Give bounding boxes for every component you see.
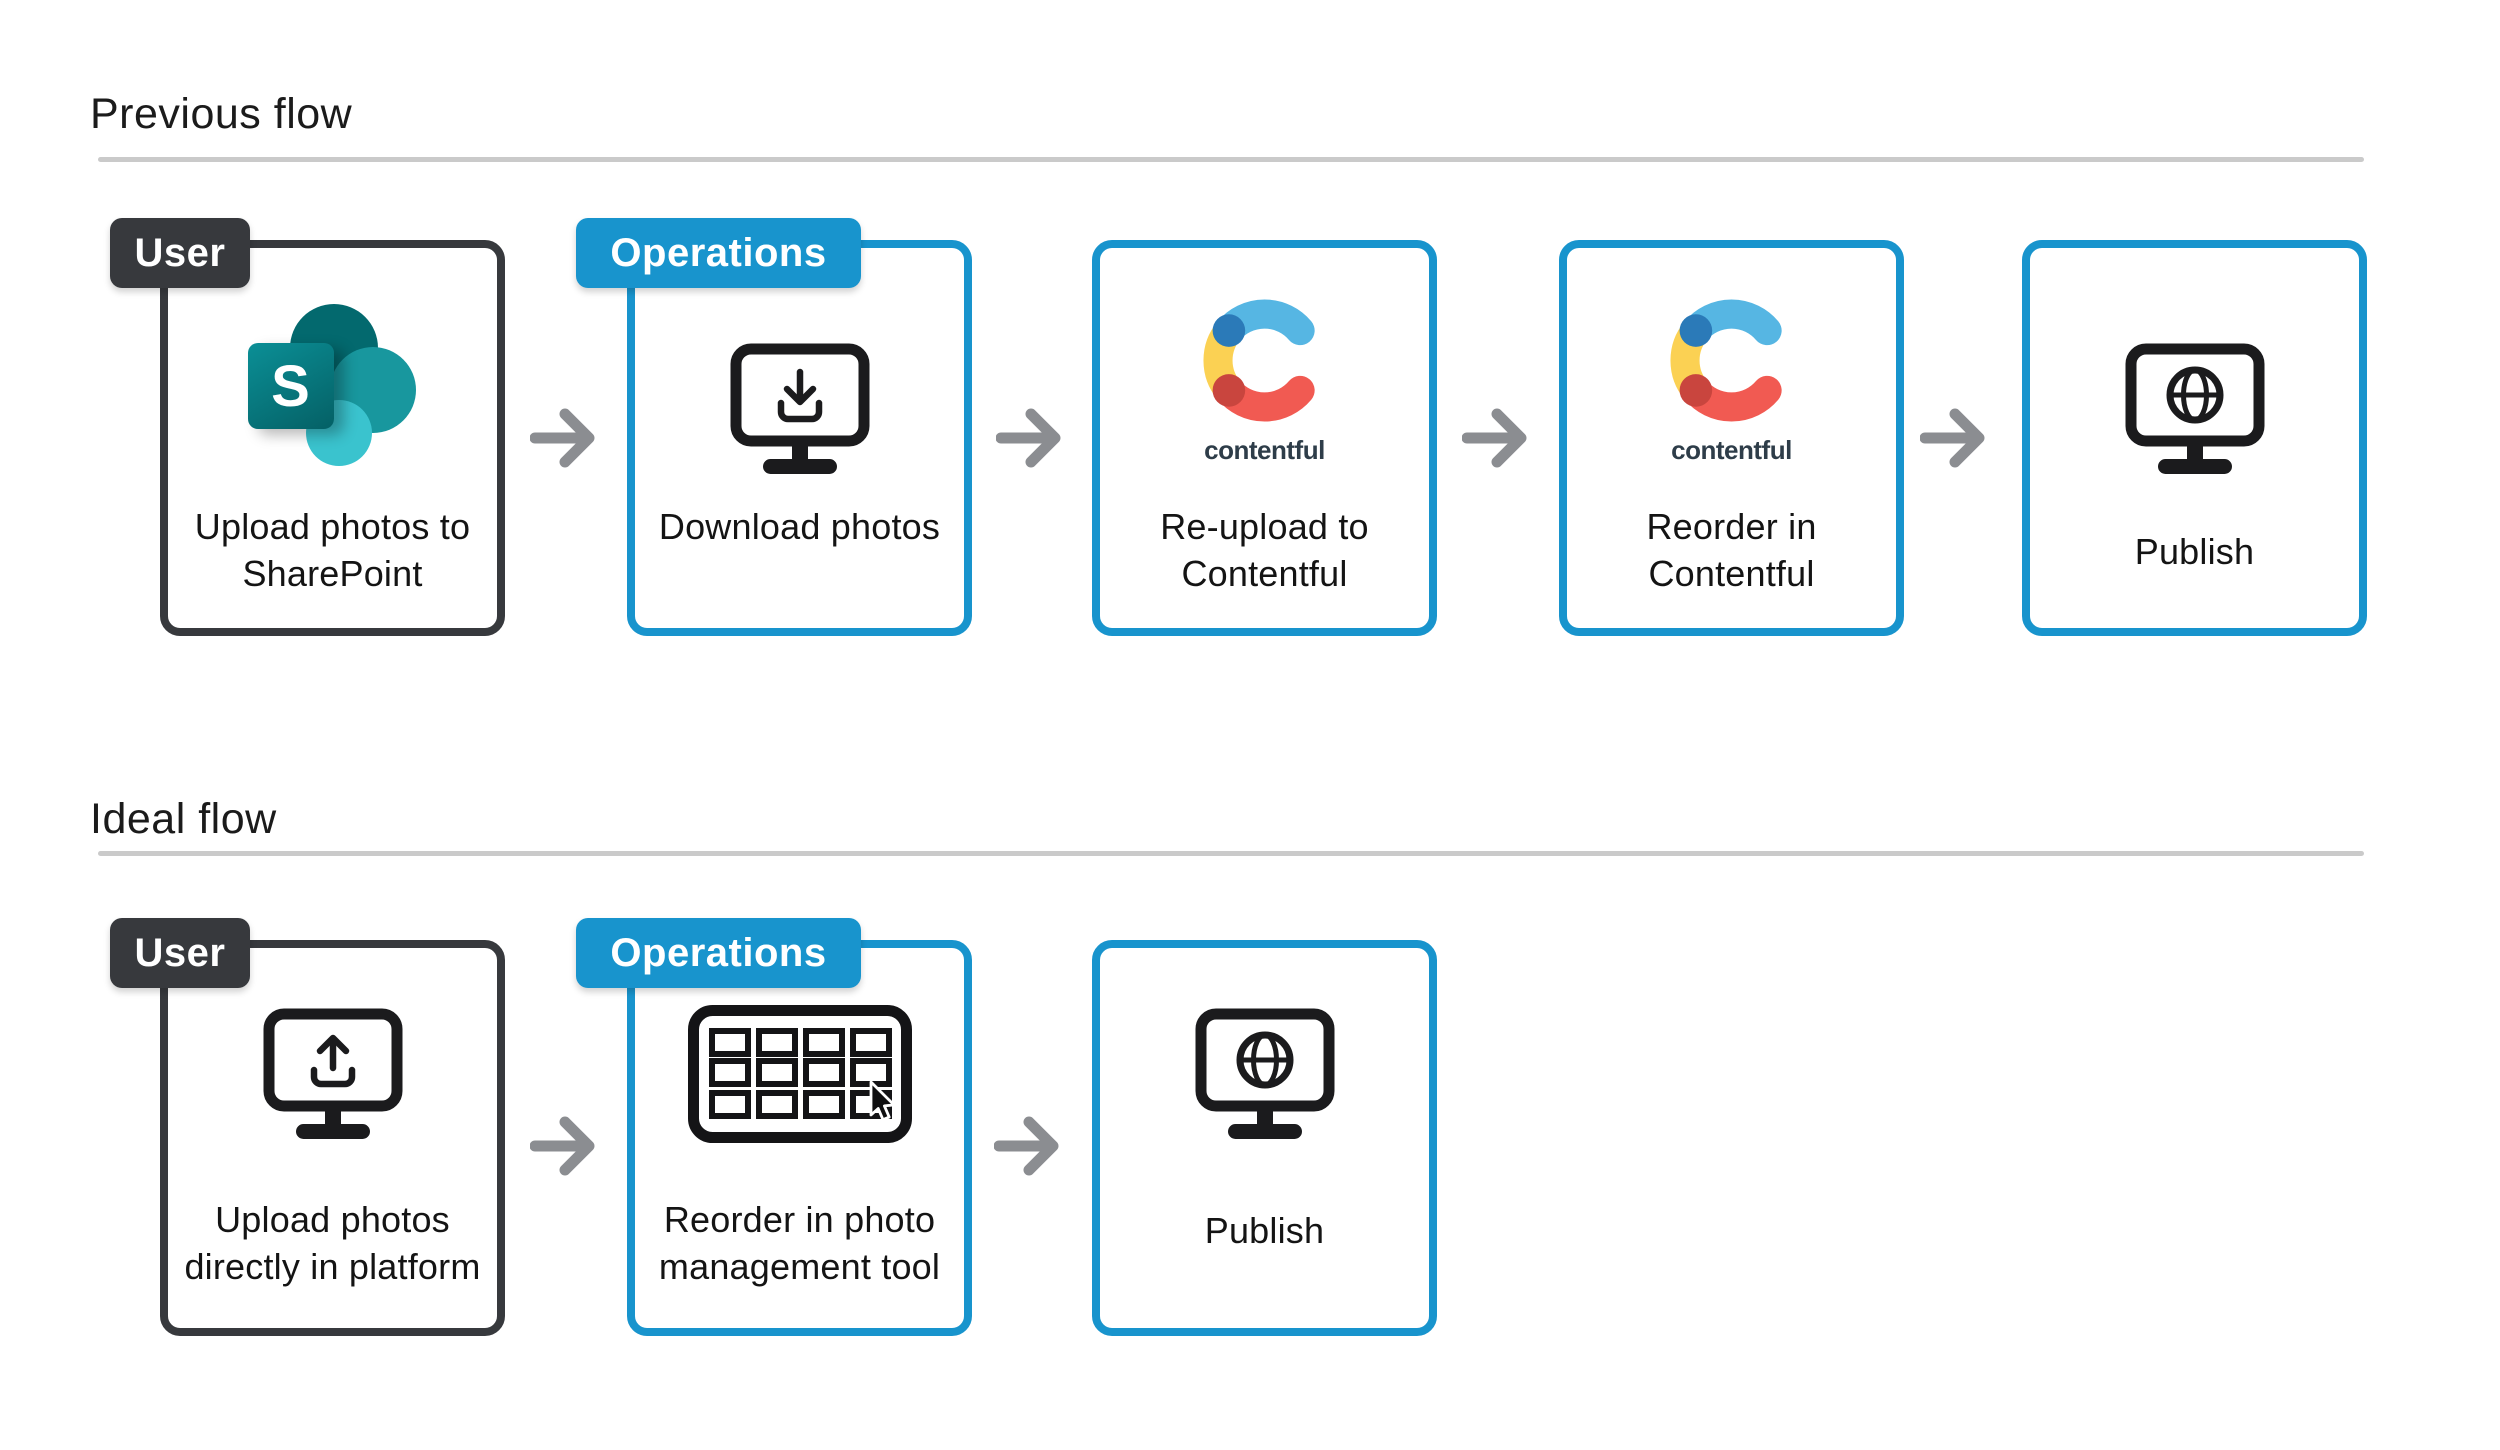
step-caption: Upload photos to SharePoint [194,506,471,594]
sharepoint-s-tile: S [247,343,334,429]
user-badge: User [110,918,250,988]
user-badge: User [110,218,250,288]
monitor-download-icon [730,343,870,475]
step-caption: Reorder in photo management tool [658,1199,941,1287]
step-publish: Publish [2022,240,2367,636]
step-publish-ideal: Publish [1092,940,1437,1336]
sharepoint-icon: S [247,302,418,474]
monitor-globe-icon [1195,1008,1335,1140]
step-caption: Reorder in Contentful [1646,506,1817,594]
flow-arrow-icon [1920,404,1992,472]
step-upload-sharepoint: User S Upload photos to SharePoint [110,218,505,636]
step-upload-directly: User Upload photos directly in platform [110,918,505,1336]
photo-grid-cursor-icon [688,1005,912,1143]
contentful-c-mark [1664,293,1799,428]
section-title-ideal-flow: Ideal flow [90,795,277,843]
step-caption: Download photos [658,506,941,547]
monitor-globe-icon [2125,343,2265,475]
section-title-previous-flow: Previous flow [90,90,353,138]
contentful-wordmark: contentful [1671,435,1792,465]
step-caption: Re-upload to Contentful [1160,506,1369,594]
contentful-icon: contentful [1100,293,1429,466]
step-reorder-photo-tool: Operations Reorder in photo management t… [576,918,972,1336]
flow-arrow-icon [994,1112,1066,1180]
flow-arrow-icon [996,404,1068,472]
contentful-c-mark [1197,293,1332,428]
step-caption: Publish [2134,531,2255,572]
step-caption: Upload photos directly in platform [184,1199,481,1287]
section-divider [98,851,2364,856]
flow-arrow-icon [530,404,602,472]
operations-badge: Operations [576,218,861,288]
flow-arrow-icon [1462,404,1534,472]
step-reorder-contentful: contentful Reorder in Contentful [1559,240,1904,636]
monitor-upload-icon [263,1008,403,1140]
section-divider [98,157,2364,162]
contentful-icon: contentful [1567,293,1896,466]
step-download-photos: Operations Download photos [576,218,972,636]
step-caption: Publish [1204,1210,1325,1251]
flow-arrow-icon [530,1112,602,1180]
step-reupload-contentful: contentful Re-upload to Contentful [1092,240,1437,636]
contentful-wordmark: contentful [1204,435,1325,465]
operations-badge: Operations [576,918,861,988]
